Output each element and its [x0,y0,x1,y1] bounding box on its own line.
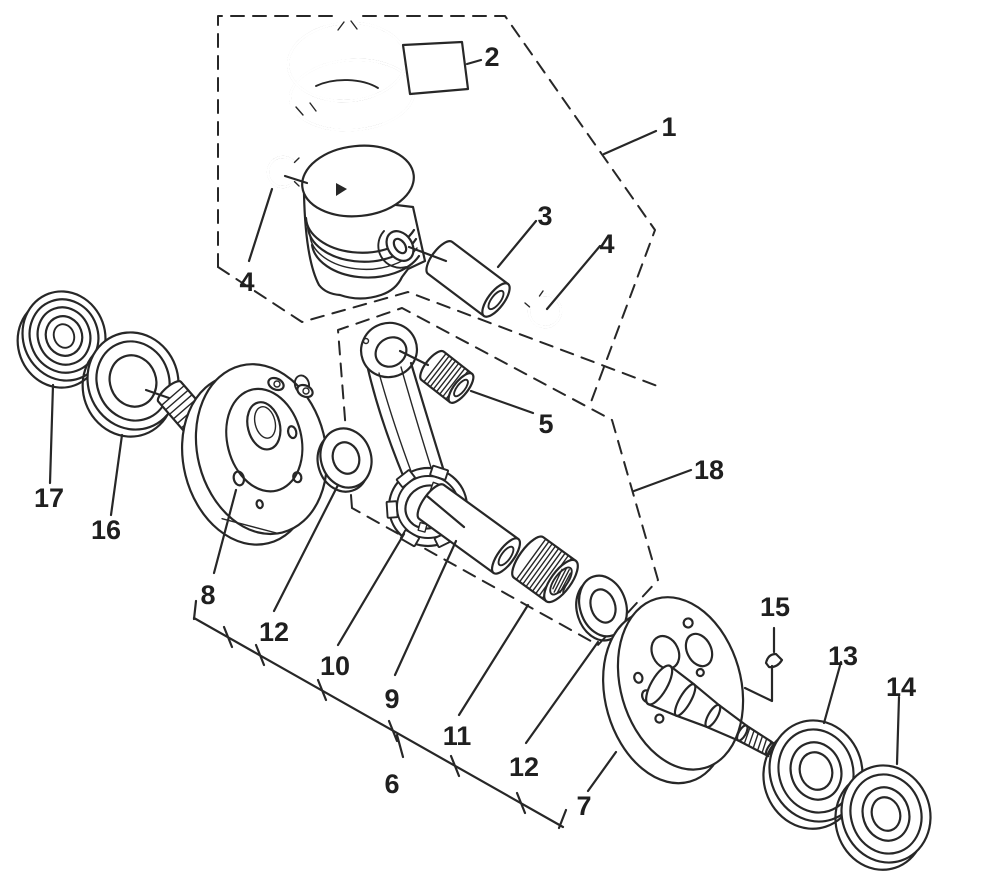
crank-half-left [180,363,328,546]
callout-crank-kit: 18 [694,455,724,485]
callout-piston-rings: 2 [484,42,499,72]
callout-woodruff-key: 15 [760,592,790,622]
crank-shaft-tapered [645,664,776,758]
callout-crank-pin: 9 [384,684,399,714]
callout-big-end-bearing: 11 [443,721,472,751]
callout-crank-assembly: 6 [384,769,399,799]
callout-pin-clip-left: 4 [239,267,254,297]
pin-clip-right [524,290,563,329]
callout-main-bearing-inner: 13 [828,641,858,671]
piston-rings [286,14,416,132]
callout-oil-seal: 17 [34,483,64,513]
callout-small-end-bearing: 5 [538,409,553,439]
thrust-washer-left [316,427,373,493]
callout-thrust-washer-left: 12 [259,617,289,647]
piston-pin-boss [385,230,415,262]
piston [301,144,427,300]
left-main-bearing [81,331,180,438]
crank-half-right [602,596,784,785]
rings-callout-box [401,40,470,96]
callout-piston-kit: 1 [661,112,676,142]
piston-pin [425,240,511,318]
callout-labels: 1 2 3 4 4 5 6 7 8 9 10 11 12 12 13 14 15… [34,42,916,821]
crank-kit-boundary [337,307,659,646]
leader-lines [48,58,901,793]
piston-direction-arrow-icon [336,183,347,196]
main-bearing-outer [834,764,932,871]
callout-pin-clip-right: 4 [599,229,614,259]
callout-main-bearing-outer: 14 [886,672,916,702]
pin-clip-left [266,155,300,189]
piston-kit-boundary [217,15,661,403]
oil-seal [16,290,107,389]
crank-pin [416,483,522,575]
callout-crank-half-right: 7 [576,791,591,821]
callout-piston-pin: 3 [537,201,552,231]
callout-left-main-bearing: 16 [91,515,121,545]
callout-thrust-washer-right: 12 [509,752,539,782]
callout-connecting-rod: 10 [320,651,350,681]
callout-crank-half-left: 8 [200,580,215,610]
small-end-bearing [419,349,475,404]
woodruff-key [764,652,784,669]
big-end-bearing [511,535,579,604]
crank-assembly-group-line [192,599,568,830]
